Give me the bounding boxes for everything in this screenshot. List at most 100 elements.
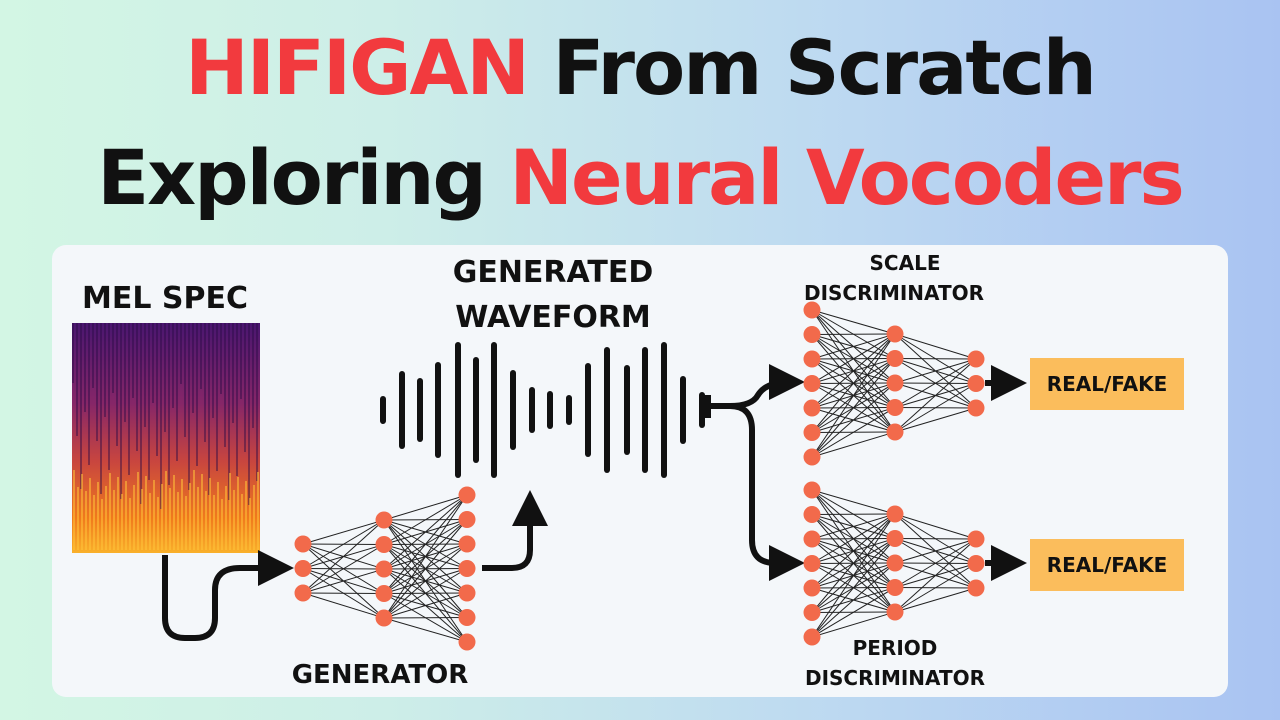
spectrogram-stripe: [240, 323, 242, 399]
network-node: [886, 423, 904, 441]
network-node: [886, 350, 904, 367]
title-exploring: Exploring: [97, 133, 487, 222]
network-edge: [894, 358, 977, 384]
network-edge: [383, 568, 468, 619]
network-edges: [302, 494, 468, 643]
network-node: [886, 579, 904, 596]
spectrogram-stripe: [132, 323, 134, 398]
generator-to-waveform-arrow: [482, 490, 548, 571]
network-edge: [894, 333, 977, 360]
network-edge: [383, 543, 468, 619]
network-node: [886, 374, 904, 392]
network-edge: [894, 383, 977, 433]
network-node: [886, 399, 904, 416]
network-edge: [302, 519, 385, 594]
network-edge: [894, 538, 977, 588]
network-node: [886, 505, 904, 523]
network-node: [886, 554, 904, 572]
network-edge: [302, 592, 385, 619]
network-edge: [894, 563, 977, 613]
spectrogram-stripe: [164, 323, 166, 432]
spectrogram-harmonic: [185, 496, 187, 550]
spectrogram-stripe: [136, 323, 138, 451]
title-line-1: HIFIGAN From Scratch: [0, 30, 1280, 106]
network-edge: [811, 358, 896, 458]
network-node: [458, 609, 476, 626]
network-edge: [383, 494, 468, 570]
spectrogram-harmonic: [77, 487, 79, 550]
network-node: [967, 579, 985, 597]
network-node: [803, 506, 821, 523]
spectrogram-stripe: [224, 323, 226, 447]
spectrogram-harmonic: [245, 481, 247, 550]
network-node: [375, 511, 393, 529]
network-edge: [811, 407, 896, 458]
scale-label-2: DISCRIMINATOR: [804, 281, 984, 305]
network-node: [458, 486, 476, 504]
spectrogram-stripe: [176, 323, 178, 461]
network-node: [967, 399, 985, 417]
spectrogram-harmonic: [121, 494, 123, 550]
title-line-2: Exploring Neural Vocoders: [0, 140, 1280, 216]
network-edge: [811, 333, 896, 384]
mel-spec-label: MEL SPEC: [82, 281, 248, 316]
network-node: [458, 584, 476, 602]
spectrogram-stripe: [160, 323, 162, 509]
spectrogram-stripe: [184, 323, 186, 437]
spectrogram-stripe: [156, 323, 158, 456]
network-node: [803, 481, 821, 499]
spectrogram-harmonic: [197, 487, 199, 550]
spectrogram-harmonic: [229, 473, 231, 550]
scale-discriminator-network: [803, 301, 985, 466]
network-node: [458, 535, 476, 553]
network-edge: [811, 309, 896, 335]
spectrogram-harmonic: [205, 491, 207, 550]
spectrogram-stripe: [232, 323, 234, 423]
period-discriminator-network: [803, 481, 985, 646]
network-edge: [894, 538, 977, 613]
spectrogram-harmonic: [81, 474, 83, 550]
network-edge: [383, 494, 468, 594]
spectrogram-harmonic: [117, 477, 119, 550]
generator-label: GENERATOR: [292, 660, 469, 690]
network-node: [375, 536, 393, 553]
network-node: [294, 560, 312, 577]
spectrogram-stripe: [248, 323, 250, 505]
network-edge: [811, 333, 896, 360]
spectrogram-harmonic: [193, 470, 195, 550]
spectrogram-stripe: [72, 323, 74, 383]
network-node: [803, 579, 821, 597]
spectrogram-stripe: [212, 323, 214, 418]
spectrogram-harmonic: [149, 493, 151, 550]
spectrogram-stripe: [120, 323, 122, 499]
network-node: [803, 399, 821, 417]
spectrogram-stripe: [256, 323, 258, 481]
network-edge: [894, 358, 977, 360]
spectrogram-stripe: [188, 323, 190, 490]
generated-label-1: GENERATED: [453, 255, 654, 290]
network-edge: [811, 562, 896, 638]
title-highlight-hifigan: HIFIGAN: [185, 23, 530, 112]
network-edge: [894, 358, 977, 408]
spectrogram-stripe: [200, 323, 202, 389]
network-edge: [383, 617, 468, 643]
spectrogram-stripe: [220, 323, 222, 394]
spectrogram-stripe: [100, 323, 102, 494]
network-edge: [811, 611, 896, 638]
spectrogram-stripe: [140, 323, 142, 504]
spectrogram-stripe: [148, 323, 150, 480]
network-node: [803, 604, 821, 621]
diagram-svg: MEL SPEC GENERATED WAVEFORM SCALE DISCRI…: [72, 251, 1027, 690]
network-node: [294, 535, 312, 553]
network-edge: [811, 513, 896, 613]
network-node: [458, 560, 476, 577]
spectrogram-harmonic: [253, 485, 255, 550]
spectrogram-stripe: [124, 323, 126, 422]
network-edge: [811, 513, 896, 589]
network-edge: [302, 544, 385, 594]
network-node: [803, 375, 821, 392]
spectrogram-stripe: [216, 323, 218, 471]
network-node: [803, 628, 821, 646]
network-edge: [811, 333, 896, 458]
spectrogram-harmonic: [109, 473, 111, 550]
